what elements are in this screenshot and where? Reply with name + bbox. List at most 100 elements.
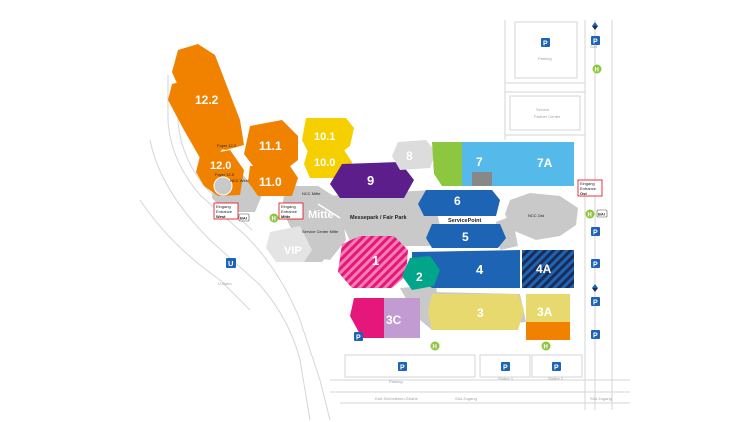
bus-stop-icon[interactable]: H <box>430 341 440 351</box>
hall-3c[interactable]: 3C <box>350 298 420 338</box>
svg-text:P: P <box>503 365 508 372</box>
service-point[interactable]: ServicePoint <box>448 218 481 224</box>
svg-text:10.0: 10.0 <box>314 157 335 169</box>
svg-text:NCC Mitte: NCC Mitte <box>302 191 321 196</box>
parking-icon[interactable]: P <box>591 297 600 307</box>
svg-text:8: 8 <box>406 149 413 163</box>
svg-text:NCC West: NCC West <box>230 178 250 183</box>
hall-10-1[interactable]: 10.1 <box>302 118 354 152</box>
svg-text:P: P <box>593 39 598 46</box>
svg-text:H: H <box>595 68 599 74</box>
hall-11-1[interactable]: 11.1 <box>244 120 298 170</box>
parking-icon[interactable]: P <box>501 362 510 372</box>
parking-icon[interactable]: P <box>591 36 600 46</box>
roads <box>139 20 630 421</box>
svg-text:Eingang: Eingang <box>580 181 595 186</box>
mitte-area[interactable]: Mitte <box>308 209 334 221</box>
svg-text:Südtor 2: Südtor 2 <box>548 376 564 381</box>
svg-text:Ost: Ost <box>580 191 587 196</box>
svg-text:12.2: 12.2 <box>195 93 219 107</box>
svg-text:Messepark / Fair Park: Messepark / Fair Park <box>350 215 408 221</box>
svg-text:Entrance: Entrance <box>216 209 233 214</box>
svg-text:Parking: Parking <box>389 379 403 384</box>
parking-icon[interactable]: P <box>541 38 550 48</box>
svg-text:Partner Center: Partner Center <box>534 114 561 119</box>
svg-text:U-Bahn: U-Bahn <box>218 281 232 286</box>
parking-icon[interactable]: P <box>591 259 600 269</box>
bus-stop-icon[interactable]: H <box>269 213 279 223</box>
svg-text:P: P <box>356 335 361 342</box>
svg-text:Service: Service <box>536 107 550 112</box>
ncc-west[interactable]: NCC West <box>213 176 250 196</box>
svg-text:VIP: VIP <box>284 245 302 257</box>
svg-text:H: H <box>272 217 276 223</box>
svg-text:BAI: BAI <box>240 216 247 221</box>
svg-text:7: 7 <box>476 155 483 169</box>
entrance-ost[interactable]: Eingang Entrance Ost <box>577 179 603 197</box>
hall-3a[interactable]: 3A <box>526 294 570 340</box>
hall-4a[interactable]: 4A <box>522 250 574 288</box>
entrance-west[interactable]: Eingang Entrance West <box>213 202 239 220</box>
svg-text:Eingang: Eingang <box>281 204 296 209</box>
parking-icon[interactable]: P <box>398 362 407 372</box>
building-labels: NCC Mitte Service Center Mitte NCC Ost M… <box>302 191 545 234</box>
hall-4[interactable]: 4 <box>412 250 520 288</box>
svg-text:West: West <box>216 214 226 219</box>
hall-7a[interactable]: 7A <box>518 142 574 186</box>
parking-icon[interactable]: P <box>552 362 561 372</box>
hall-5[interactable]: 5 <box>426 224 506 248</box>
svg-text:Entrance: Entrance <box>281 209 298 214</box>
svg-text:P: P <box>593 333 598 340</box>
svg-text:H: H <box>433 345 437 351</box>
bus-stop-icon[interactable]: H <box>541 341 551 351</box>
hall-1[interactable]: 1 <box>338 236 408 288</box>
hall-11-0[interactable]: 11.0 <box>248 166 298 196</box>
entrance-mitte[interactable]: Eingang Entrance Mitte <box>278 202 304 220</box>
hall-8[interactable]: 8 <box>392 140 436 170</box>
svg-text:7A: 7A <box>537 156 553 170</box>
svg-text:3: 3 <box>477 306 484 320</box>
svg-text:Foyer 12.2: Foyer 12.2 <box>217 143 237 148</box>
svg-text:P: P <box>593 230 598 237</box>
svg-text:P: P <box>400 365 405 372</box>
svg-text:4A: 4A <box>536 262 552 276</box>
separators <box>317 203 341 219</box>
svg-text:1: 1 <box>372 253 379 268</box>
svg-text:2: 2 <box>416 270 423 284</box>
parking-icon[interactable]: P <box>354 332 363 342</box>
vip-area[interactable]: VIP <box>266 226 312 262</box>
rail-icon[interactable]: BAI <box>238 213 250 222</box>
svg-text:5: 5 <box>462 230 469 244</box>
bus-stop-icon[interactable]: H <box>585 209 595 219</box>
svg-text:Entrance: Entrance <box>580 186 597 191</box>
hall-7[interactable]: 7 <box>432 142 518 186</box>
subway-icon[interactable]: U <box>226 258 236 268</box>
hall-6[interactable]: 6 <box>418 190 500 216</box>
svg-text:Eingang: Eingang <box>216 204 231 209</box>
svg-text:Service Center Mitte: Service Center Mitte <box>302 229 339 234</box>
svg-text:H: H <box>544 345 548 351</box>
svg-text:Foyer 12.0: Foyer 12.0 <box>215 172 235 177</box>
svg-text:3A: 3A <box>537 305 553 319</box>
hall-3[interactable]: 3 <box>428 294 524 330</box>
rail-icon[interactable]: BAI <box>596 209 608 218</box>
bus-stop-icon[interactable]: H <box>592 64 602 74</box>
parking-icon[interactable]: P <box>591 227 600 237</box>
svg-text:Karl-Schönleben-Straße: Karl-Schönleben-Straße <box>375 396 419 401</box>
svg-text:P: P <box>554 365 559 372</box>
svg-text:ServicePoint: ServicePoint <box>448 218 481 224</box>
svg-text:Süd Zugang: Süd Zugang <box>590 396 612 401</box>
hall-9[interactable]: 9 <box>330 162 414 198</box>
svg-text:4: 4 <box>476 262 484 277</box>
svg-text:P: P <box>593 262 598 269</box>
svg-text:6: 6 <box>454 194 461 208</box>
svg-text:9: 9 <box>367 173 374 188</box>
hall-12-2[interactable]: 12.2 <box>168 44 244 160</box>
parking-icon[interactable]: P <box>591 330 600 340</box>
parking-lots <box>344 21 583 378</box>
svg-text:Südtor 1: Südtor 1 <box>498 376 514 381</box>
hall-2[interactable]: 2 <box>402 256 440 290</box>
svg-text:Parking: Parking <box>538 56 552 61</box>
